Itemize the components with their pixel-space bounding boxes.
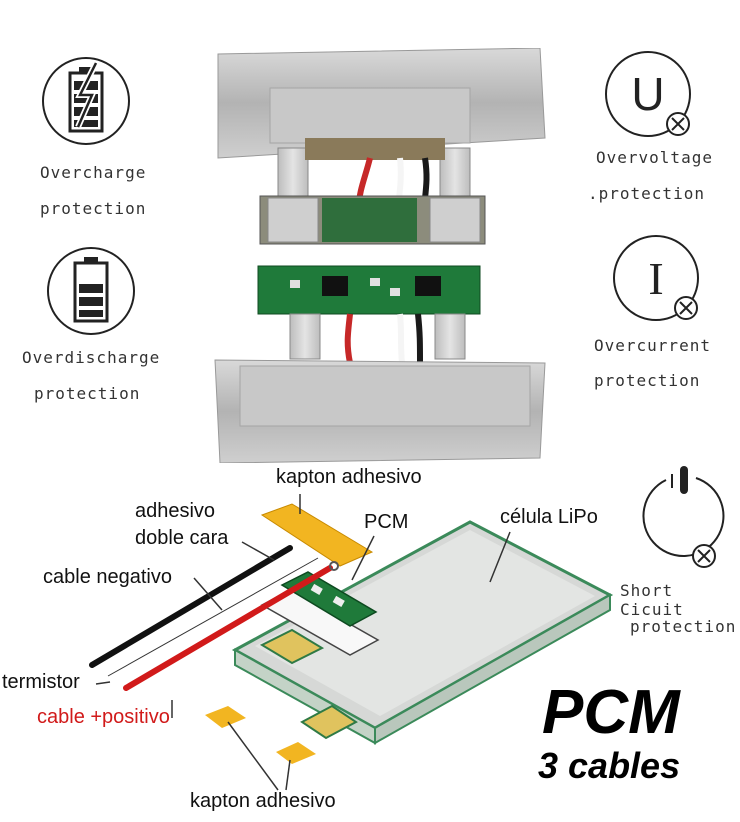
svg-text:I: I bbox=[648, 253, 663, 304]
exploded-diagram bbox=[89, 494, 614, 791]
overcharge-sub: protection bbox=[40, 199, 147, 218]
voltage-off-icon: U bbox=[605, 51, 691, 137]
brand-subtitle: 3 cables bbox=[538, 745, 681, 786]
battery-photo bbox=[214, 48, 546, 463]
overvoltage-label: Overvoltage bbox=[596, 148, 713, 167]
kapton-top-label: kapton adhesivo bbox=[276, 466, 422, 488]
overdischarge-label: Overdischarge bbox=[22, 348, 161, 367]
thermistor-label: termistor bbox=[2, 671, 80, 693]
overcharge-label: Overcharge bbox=[40, 163, 147, 182]
current-off-icon: I bbox=[613, 235, 699, 321]
kapton-bottom-label: kapton adhesivo bbox=[190, 790, 336, 812]
positive-cable-label: cable +positivo bbox=[37, 706, 170, 728]
negative-cable-label: cable negativo bbox=[43, 566, 172, 588]
overcurrent-sub: protection bbox=[594, 371, 701, 390]
adhesive-label-2: doble cara bbox=[135, 527, 229, 549]
overdischarge-sub: protection bbox=[34, 384, 141, 403]
short-circuit-sub: protection bbox=[630, 617, 737, 636]
overcurrent-label: Overcurrent bbox=[594, 336, 711, 355]
pcm-label: PCM bbox=[364, 511, 409, 533]
svg-text:U: U bbox=[631, 68, 664, 120]
power-off-icon bbox=[642, 466, 725, 568]
short-circuit-label: Short Cicuit bbox=[620, 581, 684, 619]
cell-label: célula LiPo bbox=[500, 506, 598, 528]
adhesive-label-1: adhesivo bbox=[135, 500, 216, 522]
battery-charging-icon bbox=[42, 57, 130, 145]
brand-title: PCM bbox=[542, 678, 680, 747]
overvoltage-sub: .protection bbox=[588, 184, 705, 203]
battery-low-icon bbox=[47, 247, 135, 335]
